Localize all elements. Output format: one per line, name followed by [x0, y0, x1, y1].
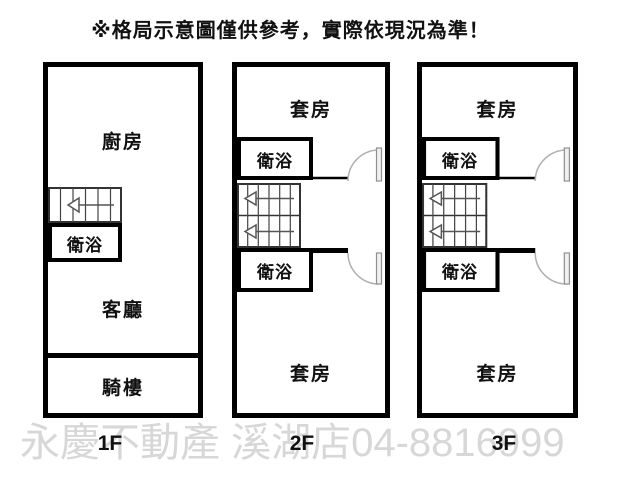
watermark-text: 永慶不動產 溪湖店04-8816999 — [20, 421, 565, 465]
staircase-icon — [237, 183, 301, 248]
room-label-kitchen: 廚房 — [101, 132, 144, 153]
room-label-bathroom-top: 衛浴 — [257, 152, 293, 171]
floorplan-2f: 套房 衛浴 衛浴 套房 — [232, 62, 390, 418]
door-swing-icon — [347, 147, 383, 182]
room-label-suite-top: 套房 — [476, 100, 519, 121]
door-swing-icon — [534, 252, 571, 285]
floor-label-2f: 2F — [289, 432, 315, 455]
bathroom-wall — [48, 223, 122, 262]
room-label-arcade: 騎樓 — [101, 378, 144, 399]
floorplan-3f-geometry — [422, 137, 571, 292]
door-swing-icon — [534, 147, 571, 182]
bathroom-wall — [237, 248, 313, 292]
door-swing-icon — [347, 252, 383, 285]
room-label-living: 客廳 — [101, 300, 144, 321]
disclaimer-text: ※格局示意圖僅供參考，實際依現況為準！ — [91, 20, 490, 42]
stair-direction-arrow — [243, 223, 294, 240]
floorplan-2f-geometry — [237, 137, 383, 292]
stair-direction-arrow — [243, 190, 294, 207]
floorplan-1f: 廚房 衛浴 客廳 騎樓 — [43, 62, 203, 418]
bathroom-wall — [422, 248, 500, 292]
room-label-suite-top: 套房 — [289, 100, 332, 121]
interior-wall — [48, 353, 198, 358]
stair-direction-arrow — [428, 190, 481, 207]
room-label-bathroom-bottom: 衛浴 — [257, 263, 293, 282]
room-label-bathroom-bottom: 衛浴 — [442, 263, 478, 282]
floorplan-3f: 套房 衛浴 衛浴 套房 — [417, 62, 578, 418]
floorplan-1f-geometry — [48, 187, 198, 358]
room-label-suite-bottom: 套房 — [476, 364, 519, 385]
bathroom-wall — [422, 137, 500, 180]
floor-label-3f: 3F — [491, 432, 517, 455]
room-label-bathroom-top: 衛浴 — [442, 152, 478, 171]
staircase-icon — [48, 187, 122, 223]
stair-direction-arrow — [66, 196, 114, 214]
staircase-icon — [422, 183, 488, 248]
room-label-suite-bottom: 套房 — [289, 364, 332, 385]
bathroom-wall — [237, 137, 313, 180]
floor-label-1f: 1F — [97, 432, 123, 455]
room-label-bathroom: 衛浴 — [67, 236, 103, 255]
stair-direction-arrow — [428, 223, 481, 240]
